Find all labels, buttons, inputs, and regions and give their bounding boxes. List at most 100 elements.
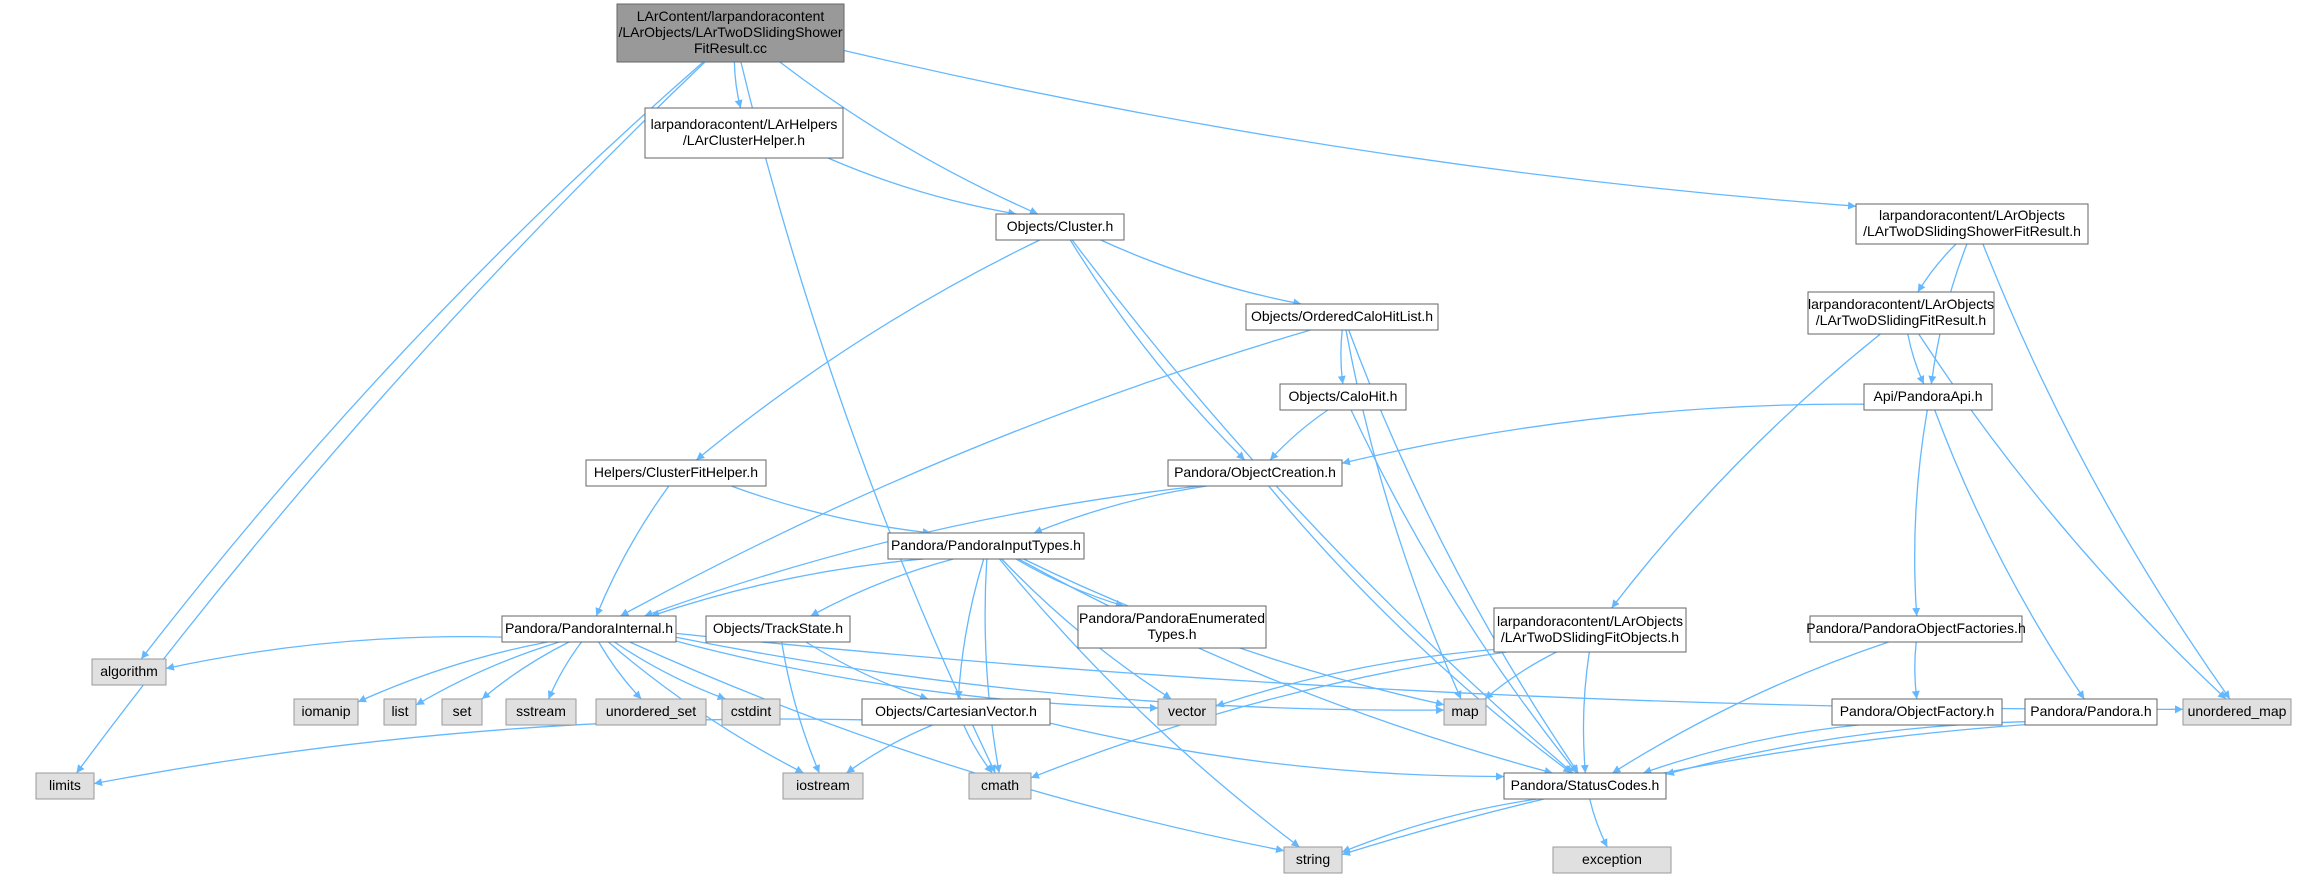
node-objectfactories[interactable]: Pandora/PandoraObjectFactories.h bbox=[1806, 615, 2026, 643]
node-objectfactories-label-line-0: Pandora/PandoraObjectFactories.h bbox=[1806, 620, 2025, 636]
node-pandoraapi[interactable]: Api/PandoraApi.h bbox=[1863, 383, 1993, 411]
node-string-label-line-0: string bbox=[1296, 851, 1330, 867]
node-pandorainternal[interactable]: Pandora/PandoraInternal.h bbox=[501, 615, 677, 643]
edge-root-to-algorithm bbox=[140, 61, 704, 660]
edge-objectcreation-to-pandorainputtypes bbox=[1033, 485, 1208, 534]
node-showerfitresult[interactable]: larpandoracontent/LArObjects/LArTwoDSlid… bbox=[1855, 203, 2089, 245]
node-slidingfitobjects-label-line-1: /LArTwoDSlidingFitObjects.h bbox=[1501, 629, 1679, 645]
node-larclusterhelper[interactable]: larpandoracontent/LArHelpers/LArClusterH… bbox=[644, 107, 844, 159]
node-map-box bbox=[1443, 698, 1487, 726]
node-iomanip[interactable]: iomanip bbox=[293, 698, 359, 726]
node-iostream-box bbox=[782, 772, 864, 800]
node-list-box bbox=[383, 698, 417, 726]
node-slidingfitresult-label-line-1: /LArTwoDSlidingFitResult.h bbox=[1816, 312, 1986, 328]
node-vector[interactable]: vector bbox=[1157, 698, 1217, 726]
node-larclusterhelper-label-line-0: larpandoracontent/LArHelpers bbox=[651, 116, 838, 132]
node-root[interactable]: LArContent/larpandoracontent/LArObjects/… bbox=[616, 3, 845, 63]
node-trackstate[interactable]: Objects/TrackState.h bbox=[705, 615, 851, 643]
node-cartesianvector[interactable]: Objects/CartesianVector.h bbox=[861, 698, 1051, 726]
edge-pandorainternal-to-sstream bbox=[547, 641, 583, 700]
node-set-label-line-0: set bbox=[453, 703, 472, 719]
node-string[interactable]: string bbox=[1283, 846, 1343, 874]
node-unordered_set[interactable]: unordered_set bbox=[595, 698, 707, 726]
node-pandorainternal-label-line-0: Pandora/PandoraInternal.h bbox=[505, 620, 673, 636]
node-iostream[interactable]: iostream bbox=[782, 772, 864, 800]
node-slidingfitobjects-label-line-0: larpandoracontent/LArObjects bbox=[1497, 613, 1683, 629]
node-orderedcalohitlist-box bbox=[1245, 303, 1439, 331]
node-algorithm[interactable]: algorithm bbox=[91, 658, 167, 686]
node-trackstate-label-line-0: Objects/TrackState.h bbox=[713, 620, 843, 636]
node-cstdint-label-line-0: cstdint bbox=[731, 703, 772, 719]
node-pandora-box bbox=[2024, 698, 2158, 726]
node-exception-label-line-0: exception bbox=[1582, 851, 1642, 867]
edge-orderedcalohitlist-to-map bbox=[1345, 329, 1462, 700]
node-objectcreation[interactable]: Pandora/ObjectCreation.h bbox=[1167, 459, 1343, 487]
node-pandora-label-line-0: Pandora/Pandora.h bbox=[2030, 703, 2151, 719]
node-slidingfitobjects-box bbox=[1493, 607, 1687, 653]
node-larclusterhelper-box bbox=[644, 107, 844, 159]
node-set-box bbox=[441, 698, 483, 726]
node-list[interactable]: list bbox=[383, 698, 417, 726]
edge-pandorainternal-to-unordered_set bbox=[598, 641, 642, 700]
edge-pandoraapi-to-pandora bbox=[1934, 409, 2085, 700]
node-unordered_set-label-line-0: unordered_set bbox=[606, 703, 696, 719]
edge-pandoraapi-to-objectfactories bbox=[1912, 409, 1928, 617]
edge-root-to-showerfitresult bbox=[843, 49, 1857, 210]
node-calohit-box bbox=[1279, 383, 1407, 411]
node-cmath[interactable]: cmath bbox=[968, 772, 1032, 800]
node-pandorainputtypes[interactable]: Pandora/PandoraInputTypes.h bbox=[887, 532, 1085, 560]
node-cstdint[interactable]: cstdint bbox=[721, 698, 781, 726]
node-calohit[interactable]: Objects/CaloHit.h bbox=[1279, 383, 1407, 411]
node-limits[interactable]: limits bbox=[35, 772, 95, 800]
node-cstdint-box bbox=[721, 698, 781, 726]
node-unordered_map-label-line-0: unordered_map bbox=[2188, 703, 2287, 719]
node-cluster[interactable]: Objects/Cluster.h bbox=[995, 213, 1125, 241]
node-cmath-box bbox=[968, 772, 1032, 800]
edge-pandora-to-string bbox=[1341, 723, 2026, 856]
edge-slidingfitresult-to-slidingfitobjects bbox=[1611, 333, 1881, 609]
node-root-label-line-2: FitResult.cc bbox=[694, 40, 767, 56]
node-orderedcalohitlist[interactable]: Objects/OrderedCaloHitList.h bbox=[1245, 303, 1439, 331]
edge-showerfitresult-to-slidingfitresult bbox=[1917, 243, 1957, 293]
edge-calohit-to-objectcreation bbox=[1269, 409, 1329, 461]
edge-objectcreation-to-statuscodes bbox=[1268, 485, 1572, 774]
edge-root-to-limits bbox=[75, 61, 706, 774]
node-slidingfitresult[interactable]: larpandoracontent/LArObjects/LArTwoDSlid… bbox=[1807, 291, 1995, 335]
edge-pandorainternal-to-vector bbox=[675, 640, 1159, 712]
edge-statuscodes-to-exception bbox=[1589, 798, 1608, 848]
edge-pandorainternal-to-string bbox=[629, 641, 1285, 854]
edge-pandorainternal-to-map bbox=[675, 636, 1445, 715]
node-statuscodes[interactable]: Pandora/StatusCodes.h bbox=[1503, 772, 1667, 800]
node-map[interactable]: map bbox=[1443, 698, 1487, 726]
node-objectcreation-label-line-0: Pandora/ObjectCreation.h bbox=[1174, 464, 1336, 480]
edge-slidingfitobjects-to-cmath bbox=[1030, 651, 1507, 779]
node-algorithm-label-line-0: algorithm bbox=[100, 663, 158, 679]
edge-root-to-cluster bbox=[779, 61, 1039, 215]
edge-slidingfitobjects-to-map bbox=[1484, 651, 1557, 700]
node-unordered_map-box bbox=[2182, 698, 2292, 726]
node-larclusterhelper-label-line-1: /LArClusterHelper.h bbox=[683, 132, 805, 148]
node-sstream[interactable]: sstream bbox=[505, 698, 577, 726]
node-root-label-line-0: LArContent/larpandoracontent bbox=[637, 8, 825, 24]
edge-orderedcalohitlist-to-pandorainternal bbox=[620, 329, 1311, 617]
node-clusterfithelper[interactable]: Helpers/ClusterFitHelper.h bbox=[585, 459, 767, 487]
node-cluster-label-line-0: Objects/Cluster.h bbox=[1007, 218, 1114, 234]
node-cartesianvector-box bbox=[861, 698, 1051, 726]
node-sstream-box bbox=[505, 698, 577, 726]
node-objectfactory[interactable]: Pandora/ObjectFactory.h bbox=[1831, 698, 2003, 726]
node-exception[interactable]: exception bbox=[1552, 846, 1672, 874]
edge-calohit-to-statuscodes bbox=[1350, 409, 1578, 774]
node-algorithm-box bbox=[91, 658, 167, 686]
edge-pandorainputtypes-to-trackstate bbox=[810, 558, 954, 617]
node-objectfactory-label-line-0: Pandora/ObjectFactory.h bbox=[1840, 703, 1995, 719]
edge-pandorainternal-to-cstdint bbox=[614, 641, 726, 700]
node-pandoraapi-label-line-0: Api/PandoraApi.h bbox=[1874, 388, 1983, 404]
node-vector-label-line-0: vector bbox=[1168, 703, 1206, 719]
node-pandora[interactable]: Pandora/Pandora.h bbox=[2024, 698, 2158, 726]
node-slidingfitobjects[interactable]: larpandoracontent/LArObjects/LArTwoDSlid… bbox=[1493, 607, 1687, 653]
node-iomanip-box bbox=[293, 698, 359, 726]
node-pandorainputtypes-box bbox=[887, 532, 1085, 560]
node-set[interactable]: set bbox=[441, 698, 483, 726]
node-unordered_map[interactable]: unordered_map bbox=[2182, 698, 2292, 726]
